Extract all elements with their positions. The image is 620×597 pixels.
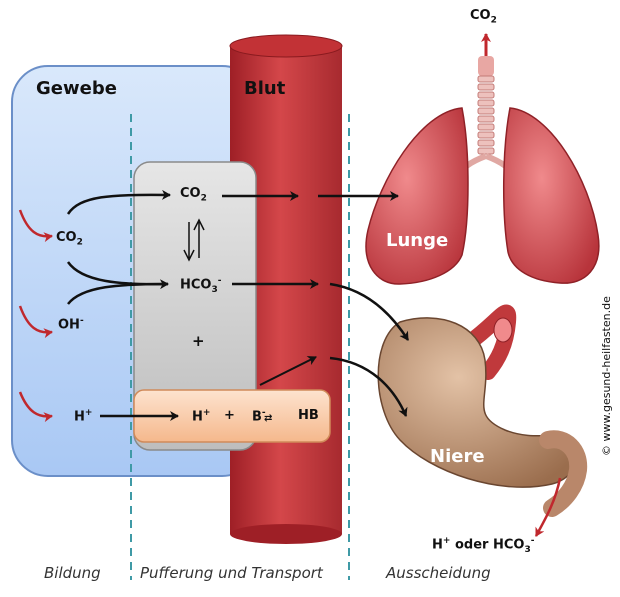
buffer-h-label: H+ [192, 408, 211, 425]
arrow-h-to-kidney [329, 356, 408, 417]
copyright-text: © www.gesund-heilfasten.de [600, 296, 613, 456]
formation-arrow-h [18, 391, 53, 423]
transport-box [133, 161, 257, 451]
tissue-label: Gewebe [36, 78, 117, 99]
arrow-buffer-blood [259, 356, 317, 386]
plus-transport-label: + [192, 332, 205, 350]
formation-arrow-oh [18, 305, 53, 339]
arrow-co2-to-transport [66, 189, 171, 215]
buffer-hb-label: HB [298, 408, 319, 423]
stage-bildung: Bildung [44, 564, 101, 582]
buffer-plus-label: + [224, 408, 235, 423]
equilibrium-arrows [183, 218, 205, 262]
arrow-oh-to-hco3 [67, 282, 169, 305]
lung-label: Lunge [386, 230, 449, 251]
oh-formation-label: OH- [58, 316, 84, 333]
formation-arrow-co2 [18, 209, 53, 243]
buffer-equilibrium-icon: ⇄ [264, 413, 273, 424]
blood-label: Blut [244, 78, 286, 99]
kidney-label: Niere [430, 446, 485, 467]
kidney-organ [377, 304, 588, 517]
h-formation-label: H+ [74, 408, 93, 425]
co2-exhaled-label: CO2 [470, 8, 497, 26]
lung-organ [365, 56, 600, 285]
hco3-transport-label: HCO3- [180, 276, 222, 295]
arrow-hco3-to-kidney [329, 282, 410, 341]
arrow-kidney-output [534, 477, 562, 537]
buffer-b-label: B- [252, 408, 266, 425]
stage-pufferung: Pufferung und Transport [140, 564, 323, 582]
co2-transport-label: CO2 [180, 186, 207, 204]
co2-formation-label: CO2 [56, 230, 83, 248]
excretion-label: H+ oder HCO3- [432, 536, 535, 555]
stage-ausscheidung: Ausscheidung [386, 564, 491, 582]
